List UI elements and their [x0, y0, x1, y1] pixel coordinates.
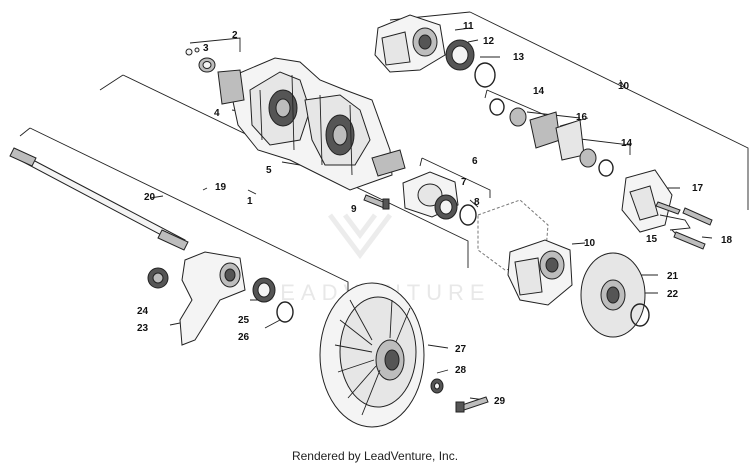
part-24-bearing — [147, 267, 169, 289]
part-26-ring — [276, 301, 294, 323]
callout-8: 8 — [474, 197, 480, 208]
part-20-snap-ring — [630, 303, 650, 327]
callout-3: 3 — [203, 43, 209, 54]
callout-7: 7 — [461, 177, 467, 188]
callout-6: 6 — [472, 156, 478, 167]
callout-11: 11 — [463, 21, 474, 32]
part-9-bolt — [363, 194, 390, 210]
callout-15: 16 — [576, 112, 588, 123]
part-16-clip — [659, 214, 691, 231]
part-15-brake-pads — [529, 111, 585, 161]
callout-25: 25 — [238, 315, 250, 326]
part-2-cap — [198, 57, 216, 73]
callout-16: 15 — [646, 234, 658, 245]
callout-1: 1 — [247, 196, 253, 207]
callout-10-upper: 10 — [618, 81, 630, 92]
part-4-5-gear-case — [217, 57, 406, 191]
callout-29: 29 — [494, 396, 506, 407]
callout-28: 28 — [455, 365, 467, 376]
callout-5: 5 — [266, 165, 272, 176]
callout-21: 19 — [215, 182, 227, 193]
part-7-seal — [434, 194, 458, 220]
callout-12: 12 — [483, 36, 495, 47]
callout-labels: 2 3 4 5 1 19 20 9 6 7 8 11 12 13 10 14 1… — [137, 21, 733, 407]
part-3-bolt — [185, 47, 200, 56]
callout-17: 17 — [692, 183, 704, 194]
callout-24: 24 — [137, 306, 149, 317]
part-13-ring — [474, 62, 496, 88]
callout-22: 20 — [144, 192, 156, 203]
callout-2: 2 — [232, 30, 238, 41]
part-14-pistons-upper — [489, 98, 527, 127]
part-25-bearing — [252, 277, 276, 303]
part-12-bearing — [445, 39, 475, 71]
part-18-bolts — [673, 207, 713, 250]
part-11-caliper-upper — [374, 14, 446, 73]
part-29-bolt — [455, 396, 489, 413]
part-10-caliper-lower — [507, 239, 573, 306]
part-17-pin — [655, 201, 681, 215]
callout-23: 23 — [137, 323, 149, 334]
callout-14-lower: 14 — [621, 138, 633, 149]
part-22-shaft — [9, 147, 189, 251]
callout-10-lower: 10 — [584, 238, 596, 249]
part-8-ring — [459, 204, 477, 226]
part-10-caliper-right — [621, 169, 673, 233]
part-23-bracket — [179, 251, 246, 346]
callout-4: 4 — [214, 108, 220, 119]
part-27-driven-clutch — [319, 282, 425, 428]
callout-19: 21 — [667, 271, 679, 282]
part-19-brake-disc — [580, 252, 646, 338]
callout-20: 22 — [667, 289, 679, 300]
part-28-washer — [430, 378, 444, 394]
callout-13: 13 — [513, 52, 525, 63]
part-14-pistons-lower — [579, 148, 614, 177]
callout-18: 18 — [721, 235, 733, 246]
callout-27: 27 — [455, 344, 467, 355]
callout-14-upper: 14 — [533, 86, 545, 97]
callout-26: 26 — [238, 332, 250, 343]
footer-credit: Rendered by LeadVenture, Inc. — [291, 449, 459, 463]
callout-9: 9 — [351, 204, 357, 215]
